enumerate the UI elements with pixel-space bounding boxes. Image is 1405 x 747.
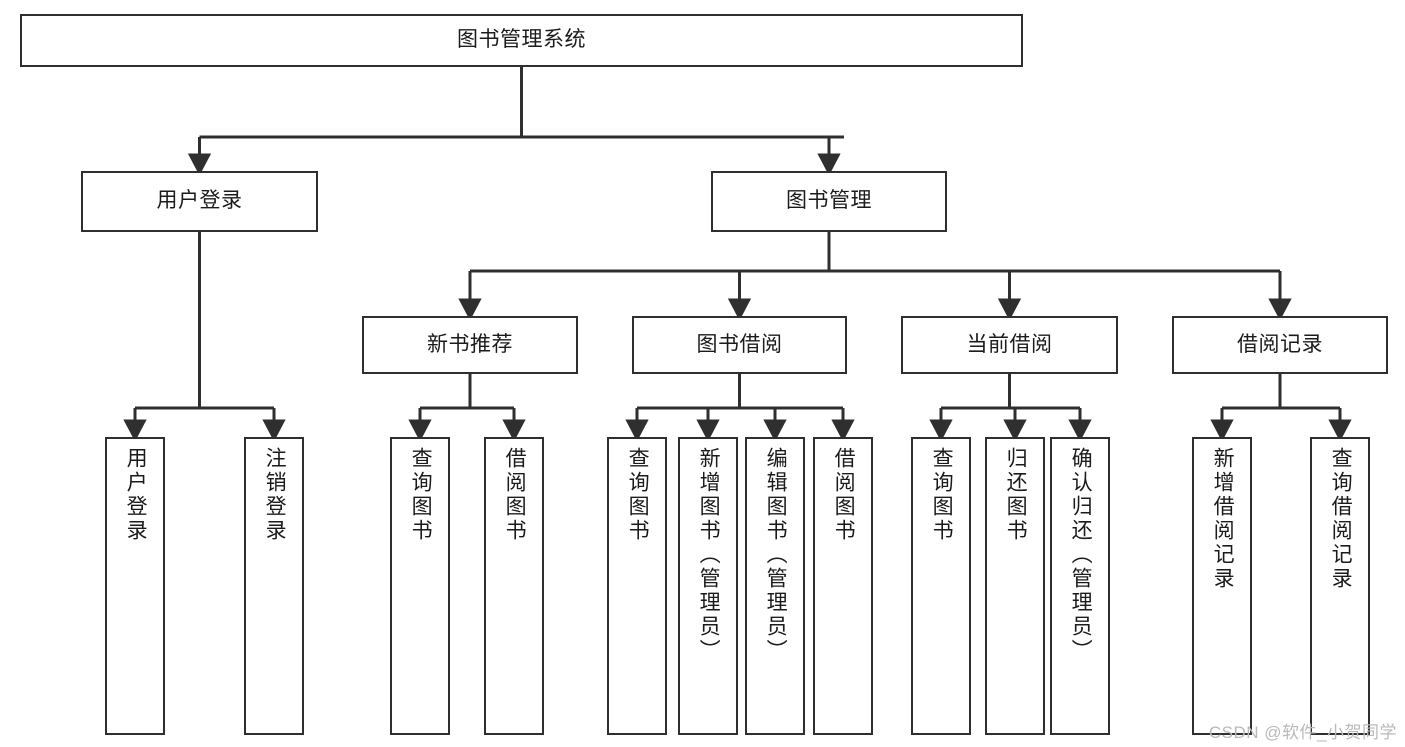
node-book-borrow[interactable]: 图书借阅 (632, 316, 847, 374)
node-leaf-borrow-book-2[interactable]: 借阅图书 (813, 437, 873, 735)
node-borrow-record[interactable]: 借阅记录 (1172, 316, 1388, 374)
node-current-borrow-label: 当前借阅 (966, 332, 1053, 356)
node-leaf-edit-book[interactable]: 编辑图书（管理员） (745, 437, 805, 735)
node-root-label: 图书管理系统 (457, 28, 586, 52)
node-leaf-user-login-label: 用户登录 (124, 447, 148, 543)
node-leaf-query-book-1-label: 查询图书 (409, 447, 433, 543)
node-leaf-borrow-book-1[interactable]: 借阅图书 (484, 437, 544, 735)
node-leaf-add-record[interactable]: 新增借阅记录 (1192, 437, 1252, 735)
node-leaf-query-record-label: 查询借阅记录 (1329, 447, 1353, 591)
node-leaf-edit-book-label: 编辑图书（管理员） (764, 447, 788, 663)
node-leaf-query-book-3-label: 查询图书 (930, 447, 954, 543)
node-user-login-label: 用户登录 (156, 189, 243, 213)
node-user-login[interactable]: 用户登录 (81, 171, 318, 232)
node-leaf-borrow-book-2-label: 借阅图书 (832, 447, 856, 543)
node-leaf-query-book-3[interactable]: 查询图书 (911, 437, 971, 735)
node-leaf-confirm-return[interactable]: 确认归还（管理员） (1050, 437, 1110, 735)
csdn-watermark: CSDN @软件_小贺同学 (1208, 723, 1397, 742)
node-book-manage[interactable]: 图书管理 (711, 171, 947, 232)
node-leaf-query-book-2-label: 查询图书 (626, 447, 650, 543)
node-leaf-query-book-1[interactable]: 查询图书 (390, 437, 450, 735)
node-leaf-add-book[interactable]: 新增图书（管理员） (678, 437, 738, 735)
node-leaf-query-record[interactable]: 查询借阅记录 (1310, 437, 1370, 735)
node-leaf-add-record-label: 新增借阅记录 (1211, 447, 1235, 591)
node-leaf-logout[interactable]: 注销登录 (244, 437, 304, 735)
node-new-book-rec[interactable]: 新书推荐 (362, 316, 578, 374)
node-leaf-return-book[interactable]: 归还图书 (985, 437, 1045, 735)
node-borrow-record-label: 借阅记录 (1237, 332, 1323, 356)
node-root[interactable]: 图书管理系统 (20, 14, 1023, 67)
node-leaf-borrow-book-1-label: 借阅图书 (503, 447, 527, 543)
node-book-borrow-label: 图书借阅 (696, 332, 783, 356)
node-leaf-logout-label: 注销登录 (263, 447, 287, 543)
node-new-book-rec-label: 新书推荐 (427, 332, 513, 356)
node-leaf-query-book-2[interactable]: 查询图书 (607, 437, 667, 735)
node-book-manage-label: 图书管理 (786, 189, 872, 213)
node-leaf-user-login[interactable]: 用户登录 (105, 437, 165, 735)
node-leaf-add-book-label: 新增图书（管理员） (697, 447, 721, 663)
node-leaf-confirm-return-label: 确认归还（管理员） (1069, 447, 1093, 663)
node-leaf-return-book-label: 归还图书 (1004, 447, 1028, 543)
node-current-borrow[interactable]: 当前借阅 (901, 316, 1118, 374)
